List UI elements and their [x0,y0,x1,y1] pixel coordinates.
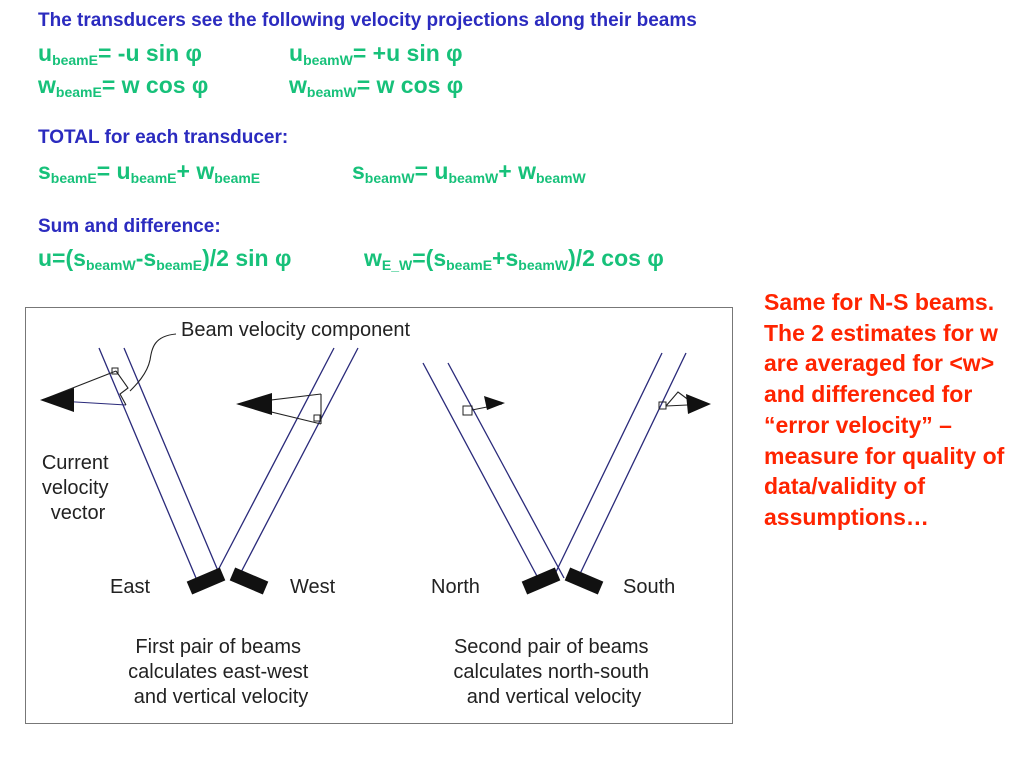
caption-second-line-3: and vertical velocity [467,686,642,708]
west-beam [213,347,359,579]
beam-component-leader [129,333,177,392]
equation-s-beam-east: sbeamE= ubeamE+ wbeamE [38,158,261,186]
beam-component-label: Beam velocity component [181,319,410,341]
south-beam [552,352,687,579]
caption-first-pair: First pair of beams calculates east-west… [128,636,314,708]
current-vector-line-2: velocity [42,477,109,499]
label-south: South [623,576,675,598]
beam-diagram-svg: Beam velocity component Current velocity… [40,319,711,708]
transducer-south [564,567,604,595]
caption-second-line-2: calculates north-south [453,661,649,683]
equation-w-sum: wE_W=(sbeamE+sbeamW)/2 cos φ [364,245,664,273]
equation-u-beam-east: ubeamE= -u sin φ [38,40,202,68]
east-beam [98,347,222,579]
north-velocity-vector [462,396,505,416]
current-vector-line-1: Current [42,452,109,474]
label-east: East [110,576,150,598]
equation-u-beam-west: ubeamW= +u sin φ [289,40,463,68]
caption-second-line-1: Second pair of beams [454,636,649,658]
current-vector-line-3: vector [51,502,106,524]
beam-diagram: Beam velocity component Current velocity… [25,307,733,724]
equation-s-beam-west: sbeamW= ubeamW+ wbeamW [352,158,586,186]
label-north: North [431,576,480,598]
equation-w-beam-east: wbeamE= w cos φ [38,72,209,100]
caption-second-pair: Second pair of beams calculates north-so… [453,636,654,708]
caption-first-line-2: calculates east-west [128,661,309,683]
heading-total: TOTAL for each transducer: [38,127,289,148]
transducer-west [229,567,269,595]
current-vector-label: Current velocity vector [42,452,114,524]
heading-sum-difference: Sum and difference: [38,216,221,237]
label-west: West [290,576,336,598]
south-velocity-vector [658,391,711,414]
equation-w-beam-west: wbeamW= w cos φ [289,72,464,100]
west-velocity-vector [236,393,322,425]
transducer-north [521,567,561,595]
heading-projections: The transducers see the following veloci… [38,10,697,31]
equation-u-difference: u=(sbeamW-sbeamE)/2 sin φ [38,245,292,273]
caption-first-line-1: First pair of beams [135,636,301,658]
side-note: Same for N-S beams. The 2 estimates for … [764,289,1005,530]
caption-first-line-3: and vertical velocity [134,686,309,708]
north-beam [422,362,565,579]
transducer-east [186,567,226,595]
current-velocity-vector [40,367,129,412]
